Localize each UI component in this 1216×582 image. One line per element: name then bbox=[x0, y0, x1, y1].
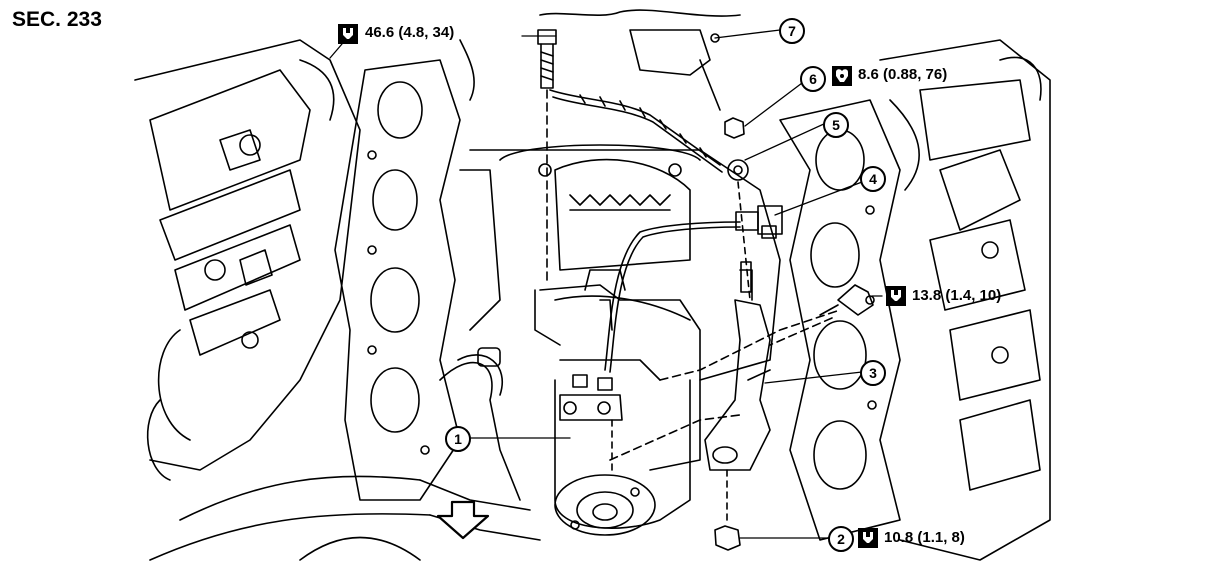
callout-3: 3 bbox=[860, 360, 886, 386]
right-bolt bbox=[769, 284, 874, 346]
callout-6: 6 bbox=[800, 66, 826, 92]
bellhousing bbox=[459, 144, 781, 381]
top-harness bbox=[459, 9, 741, 173]
torque-nut-2: 10.8 (1.1, 8) bbox=[884, 529, 965, 546]
section-label: SEC. 233 bbox=[12, 8, 102, 31]
right-engine-housing bbox=[879, 39, 1051, 561]
torque-bolt-right: 13.8 (1.4, 10) bbox=[912, 287, 1002, 304]
torque-bolt-top: 46.6 (4.8, 34) bbox=[365, 24, 455, 41]
left-engine-housing bbox=[134, 39, 361, 481]
right-manifold-gasket bbox=[779, 99, 901, 541]
callout-4: 4 bbox=[860, 166, 886, 192]
wrench-icon bbox=[858, 528, 878, 548]
torque-nut-6: 8.6 (0.88, 76) bbox=[858, 66, 948, 83]
nut-2 bbox=[714, 469, 741, 551]
nut-6 bbox=[724, 117, 751, 301]
starter-harness bbox=[604, 205, 783, 373]
wrench-icon bbox=[886, 286, 906, 306]
callout-7: 7 bbox=[779, 18, 805, 44]
callout-1: 1 bbox=[445, 426, 471, 452]
starter-motor bbox=[534, 269, 841, 536]
lower-left-hoses bbox=[149, 347, 541, 561]
leader-lines bbox=[329, 29, 883, 539]
bracket bbox=[704, 261, 771, 471]
callout-5: 5 bbox=[823, 112, 849, 138]
wrench-icon bbox=[832, 66, 852, 86]
front-arrow-icon bbox=[436, 500, 490, 540]
top-bolt bbox=[537, 29, 557, 281]
wrench-icon bbox=[338, 24, 358, 44]
callout-2: 2 bbox=[828, 526, 854, 552]
left-manifold-gasket bbox=[334, 59, 461, 501]
